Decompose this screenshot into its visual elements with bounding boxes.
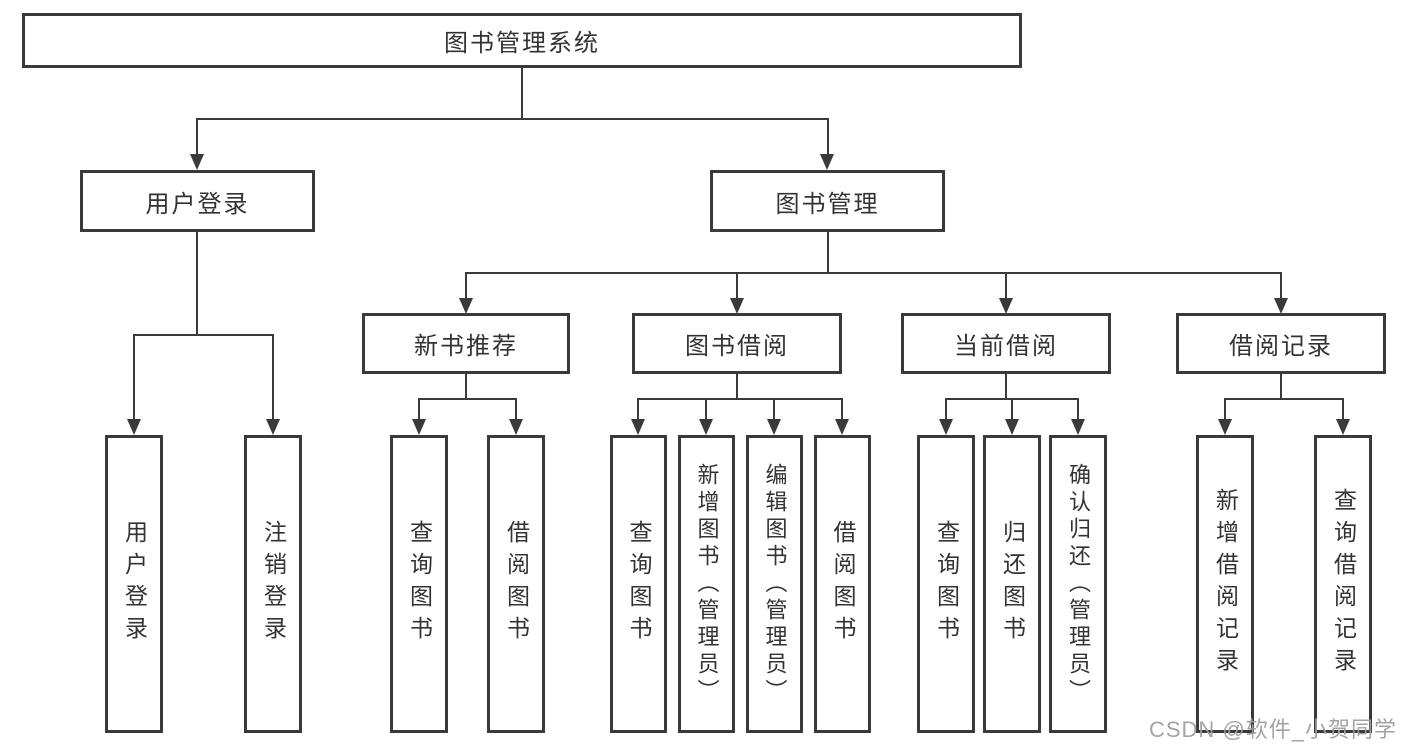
leaf-label: 查询图书 (626, 520, 652, 648)
node-current-borrowing: 当前借阅 (901, 313, 1111, 374)
leaf-label: 借阅图书 (830, 520, 856, 648)
connector-line (827, 118, 829, 156)
leaf-bb-edit-books-admin: 编辑图书（管理员） (746, 435, 803, 733)
leaf-cb-confirm-return-admin: 确认归还（管理员） (1049, 435, 1107, 733)
leaf-logout-login: 注销登录 (244, 435, 302, 733)
connector-line (465, 272, 467, 300)
arrow-down-icon (1274, 298, 1288, 314)
connector-line (1224, 398, 1226, 421)
connector-line (418, 398, 420, 421)
leaf-br-query-record: 查询借阅记录 (1314, 435, 1372, 733)
arrow-down-icon (999, 298, 1013, 314)
leaf-nb-borrow-books: 借阅图书 (487, 435, 545, 733)
arrow-down-icon (509, 419, 523, 435)
arrow-down-icon (1218, 419, 1232, 435)
arrow-down-icon (820, 154, 834, 170)
arrow-down-icon (190, 154, 204, 170)
leaf-bb-add-books-admin: 新增图书（管理员） (678, 435, 735, 733)
connector-line (827, 232, 829, 274)
leaf-label: 新增图书（管理员） (694, 462, 720, 706)
leaf-label: 查询借阅记录 (1330, 488, 1357, 680)
connector-line (196, 118, 198, 156)
arrow-down-icon (1336, 419, 1350, 435)
connector-line (465, 272, 1282, 274)
connector-line (1342, 398, 1344, 421)
connector-line (637, 398, 843, 400)
leaf-label: 编辑图书（管理员） (762, 462, 788, 706)
arrow-down-icon (730, 298, 744, 314)
arrow-down-icon (939, 419, 953, 435)
connector-line (196, 232, 198, 336)
node-label: 当前借阅 (954, 333, 1058, 360)
connector-line (1280, 374, 1282, 400)
node-user-login: 用户登录 (80, 170, 315, 232)
arrow-down-icon (699, 419, 713, 435)
node-label: 新书推荐 (414, 333, 518, 360)
connector-line (637, 398, 639, 421)
connector-line (841, 398, 843, 421)
leaf-br-add-record: 新增借阅记录 (1196, 435, 1254, 733)
leaf-bb-borrow-books: 借阅图书 (814, 435, 871, 733)
node-label: 借阅记录 (1229, 333, 1333, 360)
leaf-user-login: 用户登录 (105, 435, 163, 733)
connector-line (465, 374, 467, 400)
connector-line (133, 334, 274, 336)
leaf-nb-query-books: 查询图书 (390, 435, 448, 733)
connector-line (133, 334, 135, 421)
leaf-bb-query-books: 查询图书 (610, 435, 667, 733)
arrow-down-icon (631, 419, 645, 435)
leaf-label: 查询图书 (933, 520, 960, 648)
leaf-cb-query-books: 查询图书 (917, 435, 975, 733)
connector-line (1011, 398, 1013, 421)
node-library-management-system: 图书管理系统 (22, 13, 1022, 68)
node-label: 图书借阅 (685, 333, 789, 360)
node-book-borrowing: 图书借阅 (632, 313, 842, 374)
leaf-cb-return-books: 归还图书 (983, 435, 1041, 733)
connector-line (736, 272, 738, 300)
arrow-down-icon (412, 419, 426, 435)
connector-line (705, 398, 707, 421)
node-borrowing-records: 借阅记录 (1176, 313, 1386, 374)
node-new-book-recommendation: 新书推荐 (362, 313, 570, 374)
arrow-down-icon (767, 419, 781, 435)
arrow-down-icon (459, 298, 473, 314)
leaf-label: 借阅图书 (503, 520, 530, 648)
connector-line (1005, 272, 1007, 300)
leaf-label: 查询图书 (406, 520, 433, 648)
arrow-down-icon (266, 419, 280, 435)
arrow-down-icon (127, 419, 141, 435)
arrow-down-icon (1005, 419, 1019, 435)
node-book-management: 图书管理 (710, 170, 945, 232)
node-label: 图书管理系统 (444, 30, 600, 57)
connector-line (1077, 398, 1079, 421)
leaf-label: 确认归还（管理员） (1066, 462, 1091, 706)
arrow-down-icon (1071, 419, 1085, 435)
leaf-label: 新增借阅记录 (1212, 488, 1239, 680)
leaf-label: 归还图书 (999, 520, 1026, 648)
connector-line (773, 398, 775, 421)
node-label: 图书管理 (775, 190, 880, 218)
arrow-down-icon (835, 419, 849, 435)
connector-line (418, 398, 517, 400)
csdn-watermark: CSDN @软件_小贺同学 (1148, 717, 1397, 742)
connector-line (1280, 272, 1282, 300)
leaf-label: 注销登录 (260, 520, 287, 648)
connector-line (736, 374, 738, 400)
leaf-label: 用户登录 (121, 520, 148, 648)
node-label: 用户登录 (145, 190, 250, 218)
connector-line (197, 118, 829, 120)
connector-line (945, 398, 947, 421)
connector-line (1005, 374, 1007, 400)
connector-line (515, 398, 517, 421)
connector-line (1224, 398, 1344, 400)
connector-line (521, 68, 523, 120)
connector-line (272, 334, 274, 421)
